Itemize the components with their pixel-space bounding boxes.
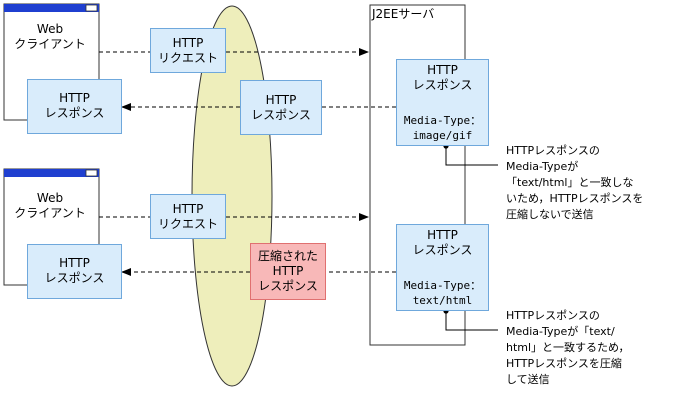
client-bottom-response-label: HTTP レスポンス <box>44 256 105 285</box>
note-top: HTTPレスポンスの Media-Typeが 「text/html」と一致しな … <box>506 144 644 221</box>
callout-bottom-leader <box>445 311 498 331</box>
response-mid-top-label: HTTP レスポンス <box>251 93 311 122</box>
client-top-response-label: HTTP レスポンス <box>44 91 105 120</box>
server-title: J2EEサーバ <box>372 7 435 21</box>
client-bottom-response-box: HTTP レスポンス <box>27 244 122 299</box>
request-bottom-label: HTTP リクエスト <box>157 202 218 231</box>
request-bottom-box: HTTP リクエスト <box>150 194 226 239</box>
server-response-bottom-title: HTTP レスポンス <box>412 228 473 257</box>
request-top-label: HTTP リクエスト <box>157 36 218 65</box>
server-response-bottom-media: Media-Type： text/html <box>403 279 482 307</box>
client-top-response-box: HTTP レスポンス <box>27 79 122 134</box>
request-top-box: HTTP リクエスト <box>150 28 226 73</box>
server-response-top-box: HTTP レスポンス Media-Type： image/gif <box>396 59 489 146</box>
response-mid-top-box: HTTP レスポンス <box>240 80 322 135</box>
note-bottom: HTTPレスポンスの Media-Typeが「text/ html」と一致するた… <box>506 309 630 386</box>
server-response-top-media: Media-Type： image/gif <box>403 114 482 142</box>
client-bottom-label: Web クライアント <box>14 191 86 220</box>
client-top-label: Web クライアント <box>14 22 86 51</box>
server-response-bottom-box: HTTP レスポンス Media-Type： text/html <box>396 224 489 311</box>
client-bottom-titlebar <box>4 169 99 177</box>
callout-top-leader <box>445 146 498 166</box>
compressed-response-label: 圧縮された HTTP レスポンス <box>257 249 318 293</box>
client-top-titlebar <box>4 4 99 12</box>
compressed-response-box: 圧縮された HTTP レスポンス <box>250 243 326 300</box>
server-response-top-title: HTTP レスポンス <box>412 63 473 92</box>
